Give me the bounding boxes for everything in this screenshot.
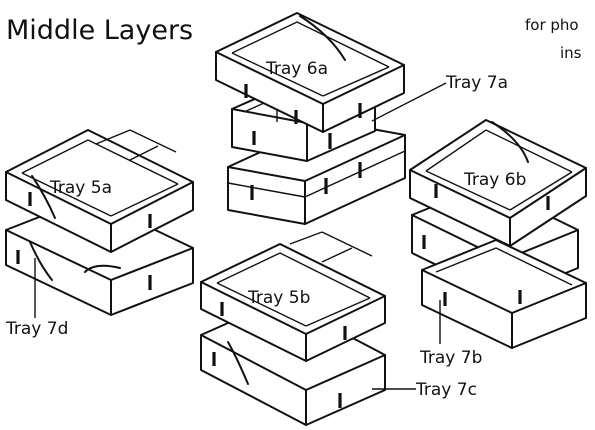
tray-6b-drawing: Tray 6b	[409, 119, 587, 247]
corner-note-line1: for pho	[525, 16, 579, 34]
page-title: Middle Layers	[6, 15, 193, 46]
label-tray-7b: Tray 7b	[419, 348, 482, 368]
label-tray-6b: Tray 6b	[463, 170, 526, 190]
label-tray-7d: Tray 7d	[5, 319, 68, 339]
label-tray-5b: Tray 5b	[247, 288, 310, 308]
label-tray-5a: Tray 5a	[49, 178, 112, 198]
label-tray-7a: Tray 7a	[445, 73, 508, 93]
corner-note-line2: ins	[560, 44, 582, 62]
pointer-line-tray-7a	[371, 82, 447, 122]
tray-5b-drawing: Tray 5b	[200, 231, 386, 362]
label-tray-7c: Tray 7c	[415, 380, 477, 400]
tray-6a-drawing: Tray 6a	[215, 12, 405, 133]
tray-5a-drawing: Tray 5a	[5, 129, 194, 253]
label-tray-6a: Tray 6a	[265, 59, 328, 79]
